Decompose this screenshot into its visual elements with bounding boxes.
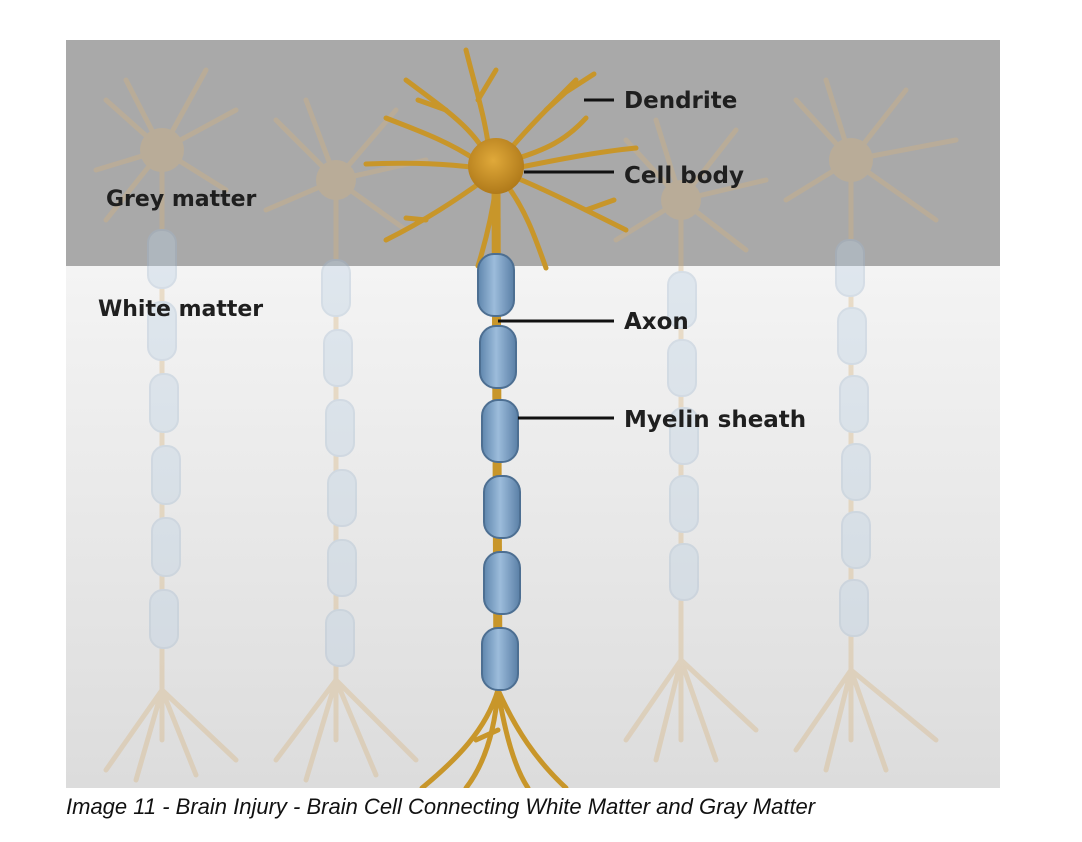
label-myelin-sheath: Myelin sheath [624, 407, 806, 433]
label-axon: Axon [624, 309, 689, 335]
neuron-illustration: Dendrite Cell body Axon Myelin sheath Gr… [66, 40, 1000, 788]
main-neuron [363, 47, 639, 788]
white-matter-region [66, 266, 1000, 788]
label-white-matter: White matter [98, 297, 263, 322]
leader-lines [498, 98, 614, 420]
axon-terminals [419, 687, 569, 788]
background-neurons [93, 67, 959, 783]
label-dendrite: Dendrite [624, 88, 737, 114]
cell-body [468, 138, 524, 194]
figure-caption: Image 11 - Brain Injury - Brain Cell Con… [66, 794, 816, 819]
label-cell-body: Cell body [624, 163, 744, 189]
label-grey-matter: Grey matter [106, 187, 257, 212]
neuron-diagram: Dendrite Cell body Axon Myelin sheath Gr… [66, 40, 1000, 788]
myelin-sheath-segments [477, 253, 521, 691]
dendrites [363, 47, 639, 271]
